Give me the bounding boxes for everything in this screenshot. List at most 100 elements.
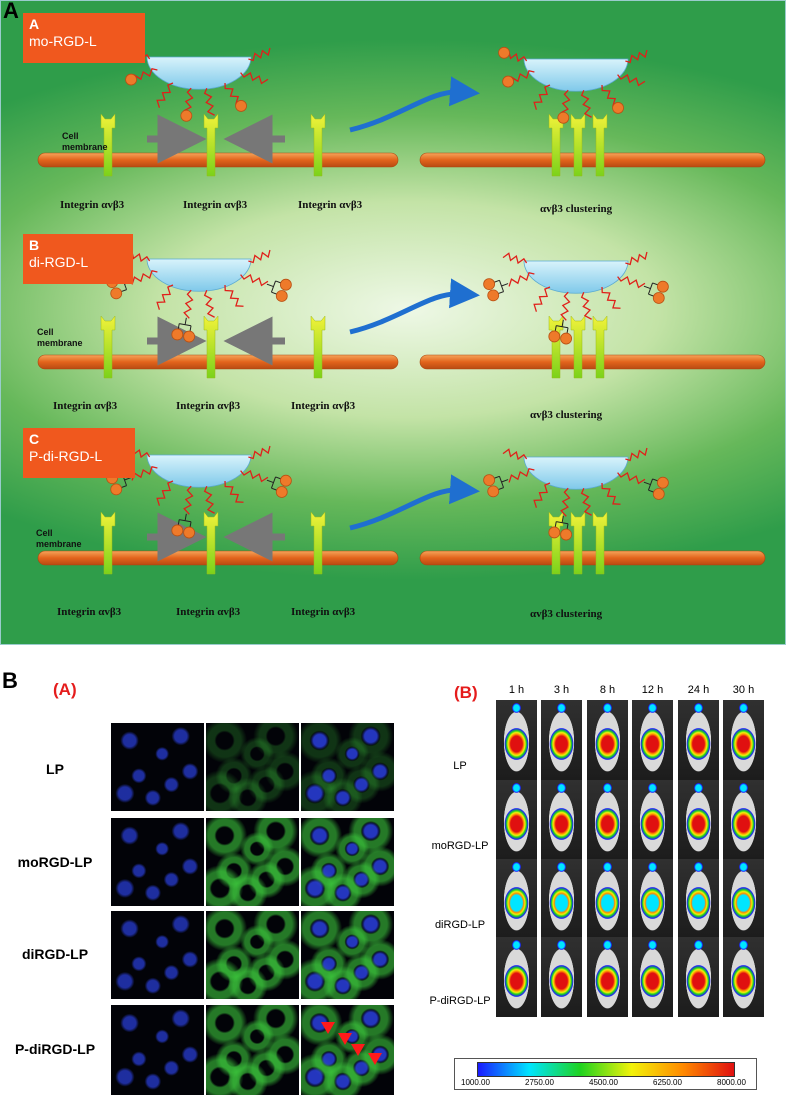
mouse-image bbox=[723, 780, 764, 860]
tag-letter: B bbox=[29, 237, 40, 253]
time-label: 8 h bbox=[599, 684, 616, 696]
rgd-ligand bbox=[171, 524, 184, 537]
peg-chain bbox=[156, 284, 174, 310]
rgd-ligand bbox=[652, 292, 665, 304]
integrin-receptor bbox=[592, 511, 608, 575]
integrin-label: Integrin αvβ3 bbox=[298, 199, 363, 211]
peg-chain bbox=[131, 270, 158, 285]
peg-chain bbox=[625, 447, 648, 462]
peg-chain bbox=[502, 252, 528, 265]
rgd-ligand bbox=[612, 102, 624, 114]
integrin-receptor bbox=[100, 315, 116, 379]
confocal-row-label: LP bbox=[46, 761, 64, 777]
linker bbox=[643, 478, 659, 493]
confocal-image bbox=[206, 1005, 299, 1095]
rgd-ligand bbox=[656, 476, 669, 489]
peg-chain bbox=[183, 289, 194, 319]
arrowhead-marker bbox=[351, 1044, 365, 1056]
time-label: 12 h bbox=[641, 684, 664, 696]
panel-letter-a: A bbox=[3, 0, 19, 23]
confocal-image bbox=[301, 911, 394, 999]
mouse-image bbox=[678, 700, 719, 780]
arrowhead-marker bbox=[368, 1053, 382, 1065]
confocal-image bbox=[206, 818, 299, 906]
integrin-label: Integrin αvβ3 bbox=[53, 400, 118, 412]
peg-chain bbox=[203, 485, 215, 514]
confocal-image bbox=[111, 1005, 204, 1095]
peg-chain bbox=[625, 251, 648, 266]
rgd-ligand bbox=[110, 287, 123, 300]
integrin-receptor bbox=[570, 315, 586, 379]
imaging-row-label: diRGD-LP bbox=[434, 919, 486, 931]
imaging-label: (B) bbox=[454, 683, 478, 702]
integrin-label: Integrin αvβ3 bbox=[291, 606, 356, 618]
liposome bbox=[146, 56, 252, 90]
cell-membrane bbox=[37, 152, 399, 168]
peg-chain bbox=[580, 291, 592, 320]
confocal-image bbox=[111, 818, 204, 906]
mouse-image bbox=[496, 700, 537, 780]
integrin-label: Integrin αvβ3 bbox=[176, 400, 241, 412]
confocal-image bbox=[111, 911, 204, 999]
rgd-ligand bbox=[279, 278, 292, 291]
imaging-row-label: LP bbox=[453, 760, 467, 772]
mouse-image bbox=[723, 700, 764, 780]
peg-chain bbox=[183, 485, 194, 515]
peg-chain bbox=[533, 84, 551, 110]
peg-chain bbox=[617, 73, 646, 87]
liposome bbox=[523, 58, 629, 92]
peg-chain bbox=[502, 448, 528, 461]
rgd-ligand bbox=[183, 526, 196, 539]
liposome bbox=[146, 258, 252, 292]
linker bbox=[493, 475, 509, 491]
transition-arrow bbox=[349, 474, 480, 531]
tag-p-di-rgd-l: C P-di-RGD-L bbox=[23, 428, 135, 478]
tag-letter: C bbox=[29, 431, 40, 447]
rgd-ligand bbox=[275, 290, 288, 302]
colorbar bbox=[477, 1062, 735, 1077]
confocal-row-label: diRGD-LP bbox=[21, 946, 89, 962]
cell-membrane bbox=[419, 354, 766, 370]
integrin-receptor bbox=[310, 113, 326, 177]
colorbar-tick-label: 4500.00 bbox=[589, 1078, 618, 1087]
rgd-ligand bbox=[560, 528, 573, 541]
peg-chain bbox=[156, 480, 174, 506]
rgd-ligand bbox=[483, 278, 496, 290]
rgd-ligand bbox=[560, 332, 573, 345]
integrin-receptor bbox=[592, 113, 608, 177]
peg-chain bbox=[240, 469, 269, 483]
mouse-image bbox=[541, 780, 582, 860]
integrin-receptor bbox=[592, 315, 608, 379]
confocal-image bbox=[301, 818, 394, 906]
cell-membrane bbox=[37, 550, 399, 566]
integrin-label: Integrin αvβ3 bbox=[60, 199, 125, 211]
mouse-image bbox=[632, 780, 673, 860]
panel-letter-b: B bbox=[2, 668, 18, 693]
rgd-ligand bbox=[171, 328, 184, 341]
integrin-receptor bbox=[310, 315, 326, 379]
peg-chain bbox=[533, 482, 551, 508]
time-label: 24 h bbox=[687, 684, 710, 696]
time-label: 3 h bbox=[553, 684, 570, 696]
confocal-image bbox=[111, 723, 204, 811]
rgd-ligand bbox=[110, 483, 123, 496]
rgd-ligand bbox=[487, 485, 500, 498]
integrin-receptor bbox=[310, 511, 326, 575]
rgd-ligand bbox=[548, 526, 561, 539]
confocal-image bbox=[206, 911, 299, 999]
arrowhead-marker bbox=[321, 1022, 335, 1034]
mouse-image bbox=[541, 700, 582, 780]
peg-chain bbox=[601, 482, 621, 505]
mouse-image bbox=[678, 859, 719, 939]
cell-membrane bbox=[419, 550, 766, 566]
transition-arrow bbox=[349, 278, 480, 335]
peg-chain bbox=[625, 49, 648, 64]
rgd-ligand bbox=[279, 474, 292, 487]
transition-arrow bbox=[349, 76, 480, 133]
tag-name: di-RGD-L bbox=[29, 254, 89, 270]
rgd-ligand bbox=[656, 280, 669, 293]
rgd-ligand bbox=[652, 488, 665, 500]
